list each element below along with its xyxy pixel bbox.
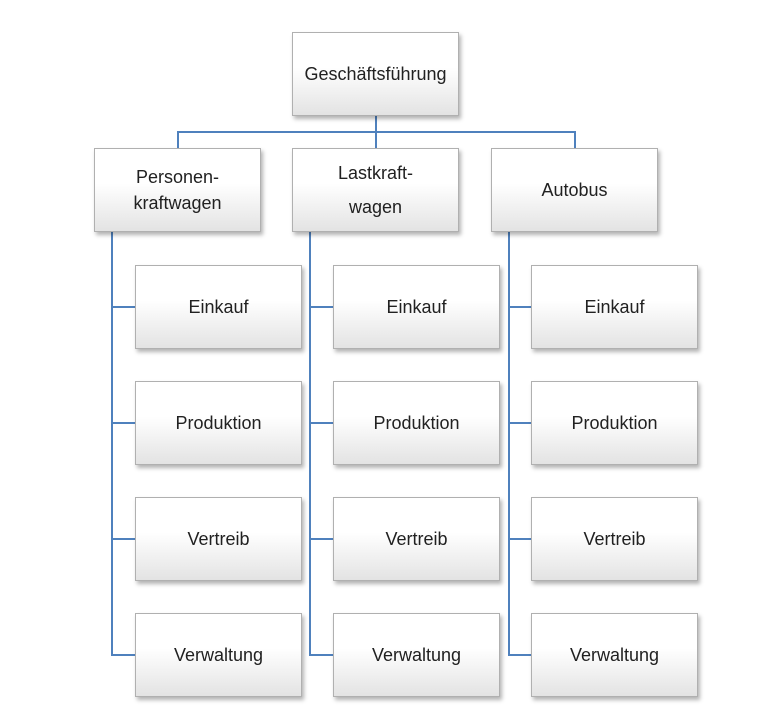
node-lastkraftwagen-einkauf: Einkauf <box>333 265 500 349</box>
node-autobus-verwaltung: Verwaltung <box>531 613 698 697</box>
node-label: Personen- kraftwagen <box>133 167 222 213</box>
connector-branch-col1 <box>111 232 113 655</box>
node-personenkraftwagen: Personen- kraftwagen <box>94 148 261 232</box>
node-label: Produktion <box>571 412 658 433</box>
node-lastkraftwagen-verwaltung: Verwaltung <box>333 613 500 697</box>
connector-stub-col3-einkauf <box>508 306 531 308</box>
node-lastkraftwagen-vertreib: Vertreib <box>333 497 500 581</box>
node-label: Einkauf <box>584 296 645 317</box>
connector-root-crossbar <box>177 131 575 133</box>
node-personenkraftwagen-vertreib: Vertreib <box>135 497 302 581</box>
node-label: Verwaltung <box>371 644 462 665</box>
connector-stub-col1-vertreib <box>111 538 135 540</box>
node-label: Geschäftsführung <box>304 63 447 84</box>
node-autobus-produktion: Produktion <box>531 381 698 465</box>
connector-stub-col2-verwaltung <box>309 654 333 656</box>
node-label: Einkauf <box>386 296 447 317</box>
node-label: Vertreib <box>583 528 646 549</box>
node-autobus: Autobus <box>491 148 658 232</box>
node-lastkraftwagen: Lastkraft- wagen <box>292 148 459 232</box>
node-personenkraftwagen-verwaltung: Verwaltung <box>135 613 302 697</box>
node-label: Verwaltung <box>173 644 264 665</box>
node-label: Vertreib <box>385 528 448 549</box>
connector-stub-col1-verwaltung <box>111 654 135 656</box>
connector-stub-col3-produktion <box>508 422 531 424</box>
node-label: Lastkraft- wagen <box>337 163 414 217</box>
node-personenkraftwagen-produktion: Produktion <box>135 381 302 465</box>
node-label: Einkauf <box>188 296 249 317</box>
node-label: Verwaltung <box>569 644 660 665</box>
node-autobus-vertreib: Vertreib <box>531 497 698 581</box>
node-label: Produktion <box>175 412 262 433</box>
node-autobus-einkauf: Einkauf <box>531 265 698 349</box>
connector-drop-division-3 <box>574 131 576 148</box>
connector-drop-division-1 <box>177 131 179 148</box>
node-lastkraftwagen-produktion: Produktion <box>333 381 500 465</box>
node-label: Produktion <box>373 412 460 433</box>
connector-stub-col3-vertreib <box>508 538 531 540</box>
connector-stub-col2-vertreib <box>309 538 333 540</box>
connector-stub-col3-verwaltung <box>508 654 531 656</box>
connector-branch-col2 <box>309 232 311 655</box>
node-personenkraftwagen-einkauf: Einkauf <box>135 265 302 349</box>
connector-stub-col1-produktion <box>111 422 135 424</box>
node-label: Vertreib <box>187 528 250 549</box>
connector-branch-col3 <box>508 232 510 655</box>
connector-stub-col1-einkauf <box>111 306 135 308</box>
connector-stub-col2-einkauf <box>309 306 333 308</box>
node-label: Autobus <box>541 179 608 200</box>
connector-stub-col2-produktion <box>309 422 333 424</box>
node-geschaeftsfuehrung: Geschäftsführung <box>292 32 459 116</box>
